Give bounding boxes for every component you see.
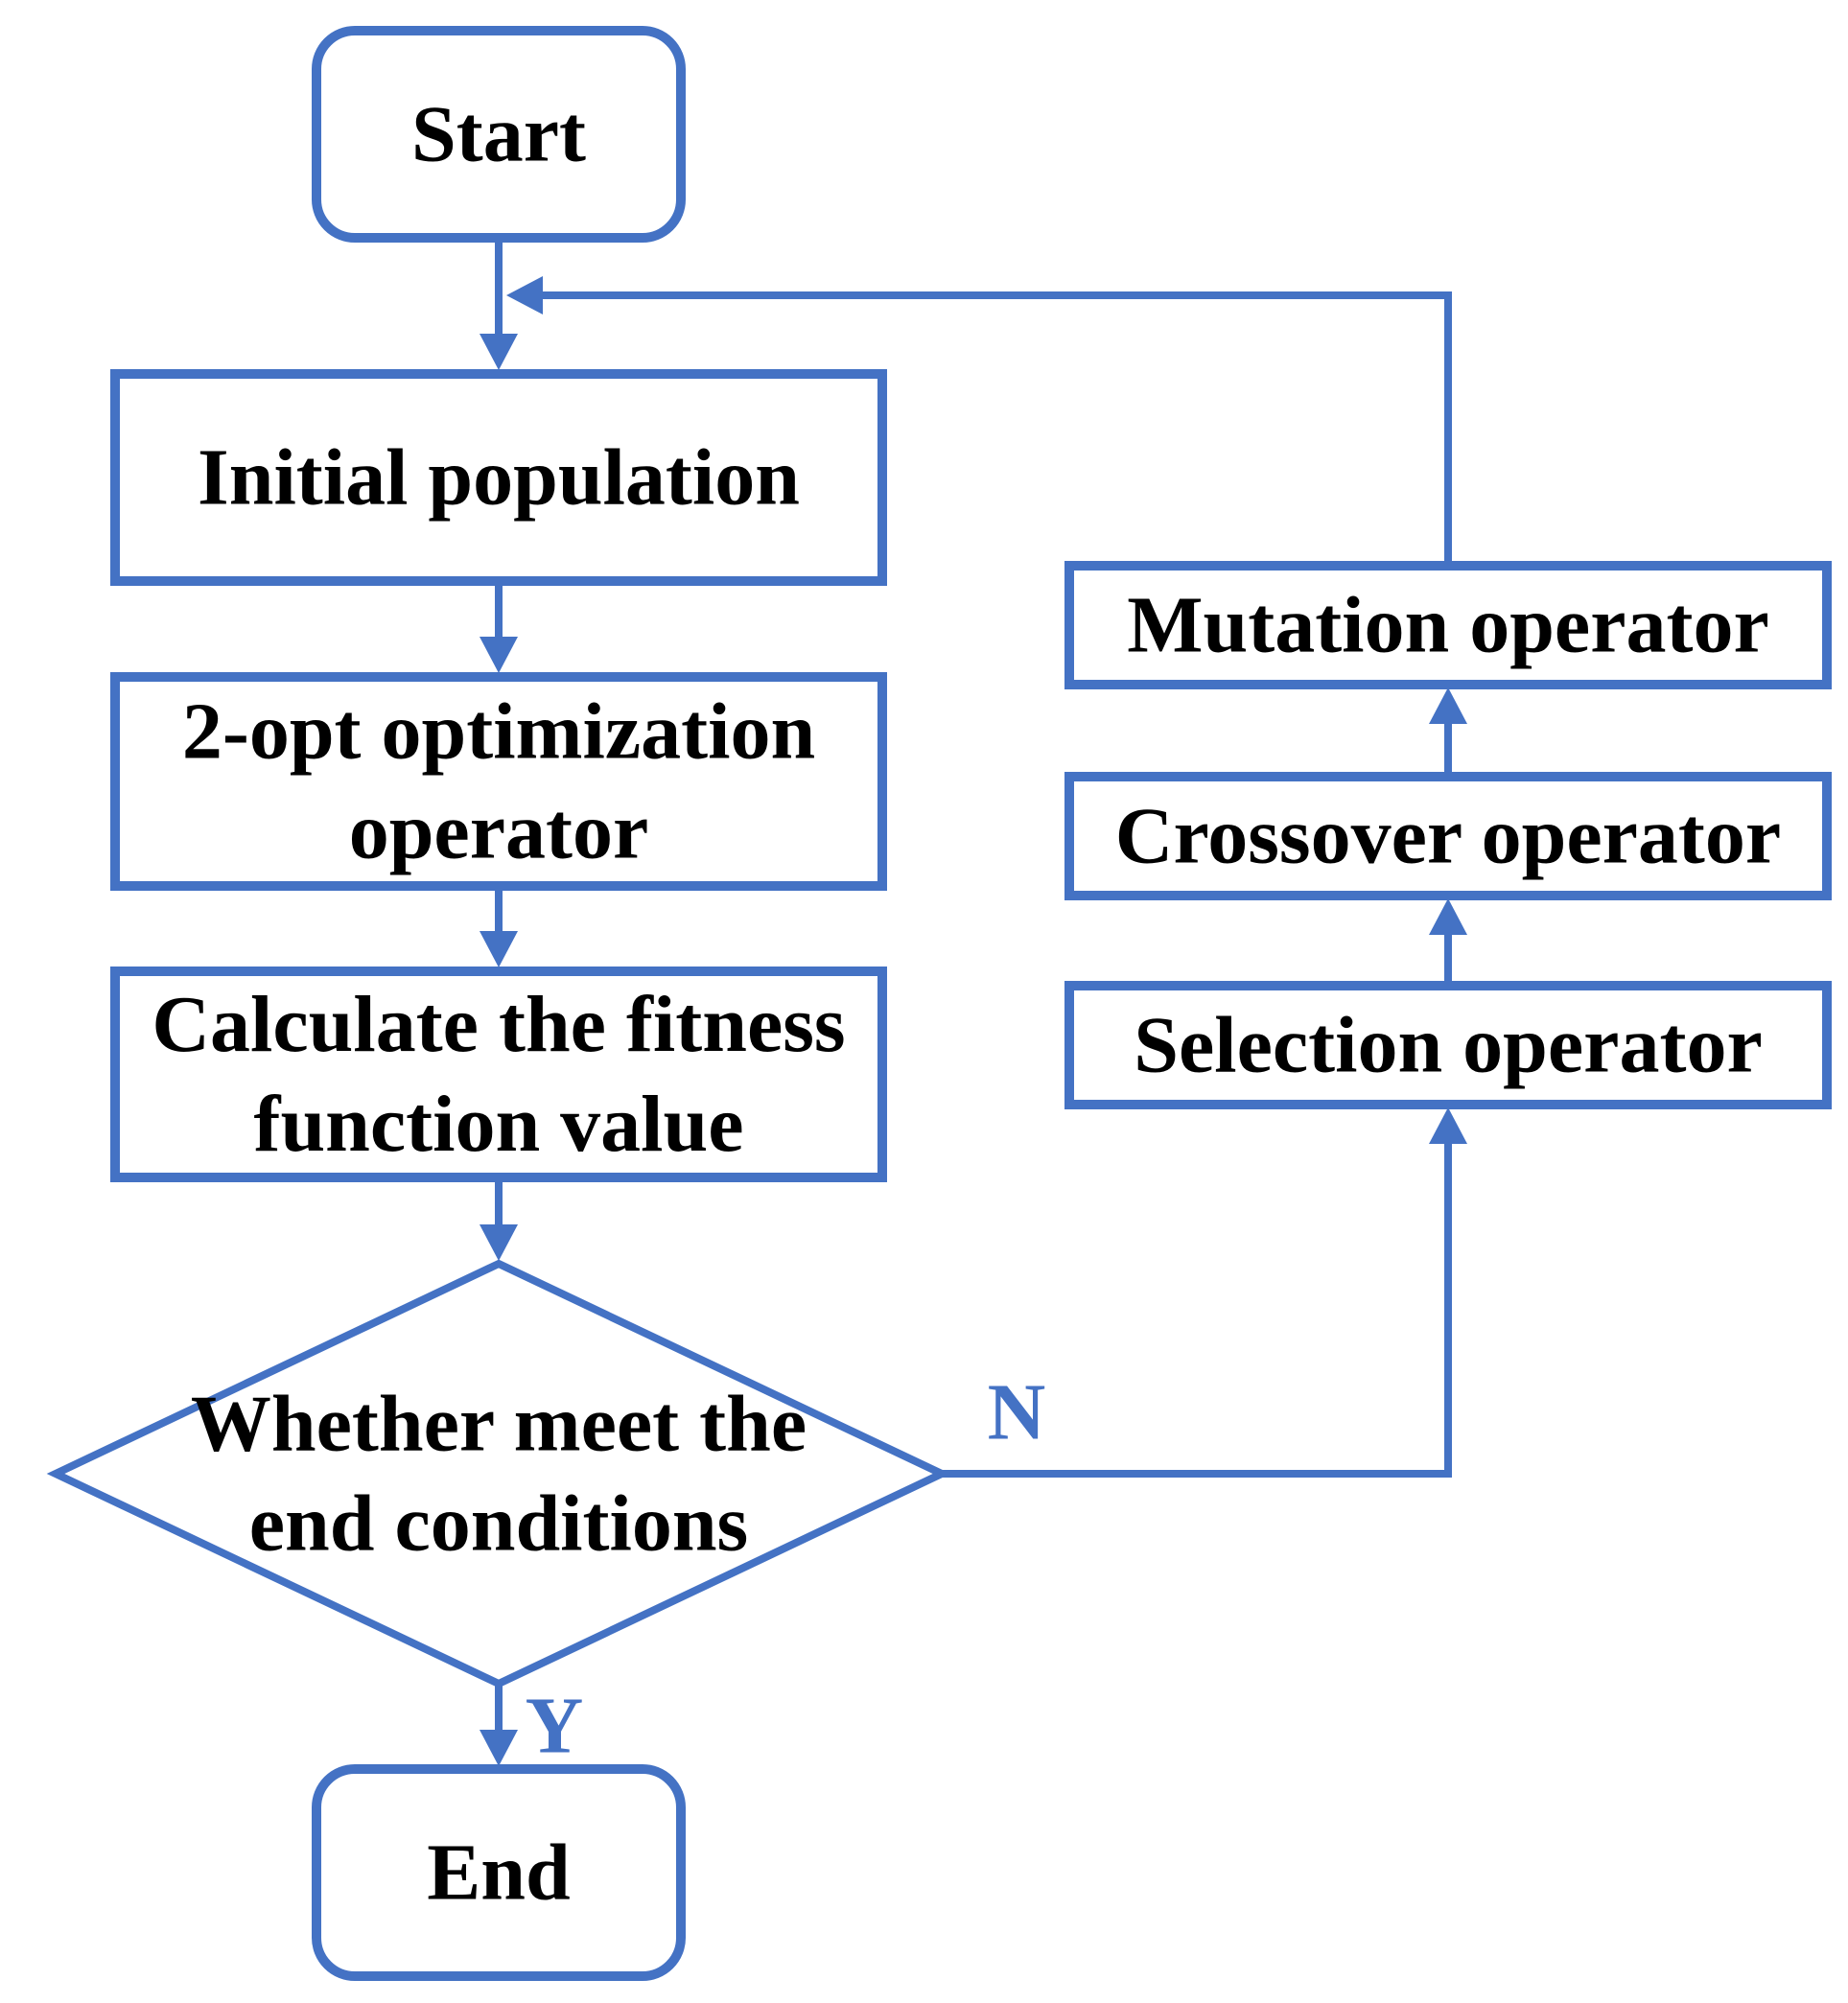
initial-population-label: Initial population (198, 433, 800, 523)
edge-two-opt-to-calculate-fitness (480, 886, 518, 967)
arrowhead-calculate-fitness-to-decision (480, 1224, 518, 1261)
branch-labels-layer: NY (526, 1368, 1046, 1771)
end-shape (312, 1764, 686, 1981)
node-end: End (312, 1764, 686, 1981)
edge-crossover-to-mutation (1429, 687, 1467, 777)
edge-selection-to-crossover (1429, 898, 1467, 986)
initial-population-shape (110, 369, 887, 586)
arrowhead-decision-to-end-yes (480, 1730, 518, 1766)
edge-initial-population-to-two-opt (480, 581, 518, 673)
edge-line-mutation-to-start-junction (537, 291, 1452, 566)
no-branch-label: N (988, 1368, 1046, 1457)
calculate-fitness-label-line2: function value (253, 1080, 743, 1169)
arrowhead-crossover-to-mutation (1429, 687, 1467, 724)
crossover-operator-shape (1064, 772, 1832, 900)
edge-calculate-fitness-to-decision (480, 1177, 518, 1261)
end-label: End (427, 1828, 570, 1918)
arrowhead-mutation-to-start-junction (506, 276, 543, 314)
two-opt-optimization-label-line1: 2-opt optimization (182, 687, 815, 777)
two-opt-optimization-shape (110, 672, 887, 891)
edge-decision-to-selection-no (942, 1107, 1467, 1478)
arrowhead-two-opt-to-calculate-fitness (480, 931, 518, 967)
edge-decision-to-end-yes (480, 1684, 518, 1766)
end-conditions-decision-shape (46, 1259, 951, 1689)
edge-mutation-to-start-junction (506, 276, 1452, 566)
mutation-operator-shape (1064, 561, 1832, 689)
edge-start-to-initial-population (480, 238, 518, 370)
arrowhead-decision-to-selection-no (1429, 1107, 1467, 1144)
end-conditions-decision-label-line2: end conditions (249, 1479, 749, 1569)
node-two-opt-optimization: 2-opt optimization operator (110, 672, 887, 891)
node-end-conditions-decision: Whether meet the end conditions (46, 1259, 951, 1689)
node-mutation-operator: Mutation operator (1064, 561, 1832, 689)
mutation-operator-label: Mutation operator (1127, 581, 1769, 670)
node-crossover-operator: Crossover operator (1064, 772, 1832, 900)
node-initial-population: Initial population (110, 369, 887, 586)
arrowhead-selection-to-crossover (1429, 898, 1467, 935)
arrowhead-initial-population-to-two-opt (480, 637, 518, 673)
yes-branch-label: Y (526, 1682, 584, 1771)
node-calculate-fitness: Calculate the fitness function value (110, 967, 887, 1182)
calculate-fitness-label-line1: Calculate the fitness (152, 980, 845, 1069)
arrowhead-start-to-initial-population (480, 334, 518, 370)
end-conditions-decision-label-line1: Whether meet the (191, 1380, 807, 1469)
node-start: Start (312, 26, 686, 243)
edge-line-decision-to-selection-no (942, 1138, 1452, 1478)
calculate-fitness-shape (110, 967, 887, 1182)
start-shape (312, 26, 686, 243)
two-opt-optimization-label-line2: operator (349, 787, 649, 876)
selection-operator-shape (1064, 981, 1832, 1109)
selection-operator-label: Selection operator (1134, 1001, 1762, 1090)
crossover-operator-label: Crossover operator (1115, 792, 1781, 881)
edges-layer (480, 238, 1467, 1766)
start-label: Start (411, 90, 586, 179)
node-selection-operator: Selection operator (1064, 981, 1832, 1109)
